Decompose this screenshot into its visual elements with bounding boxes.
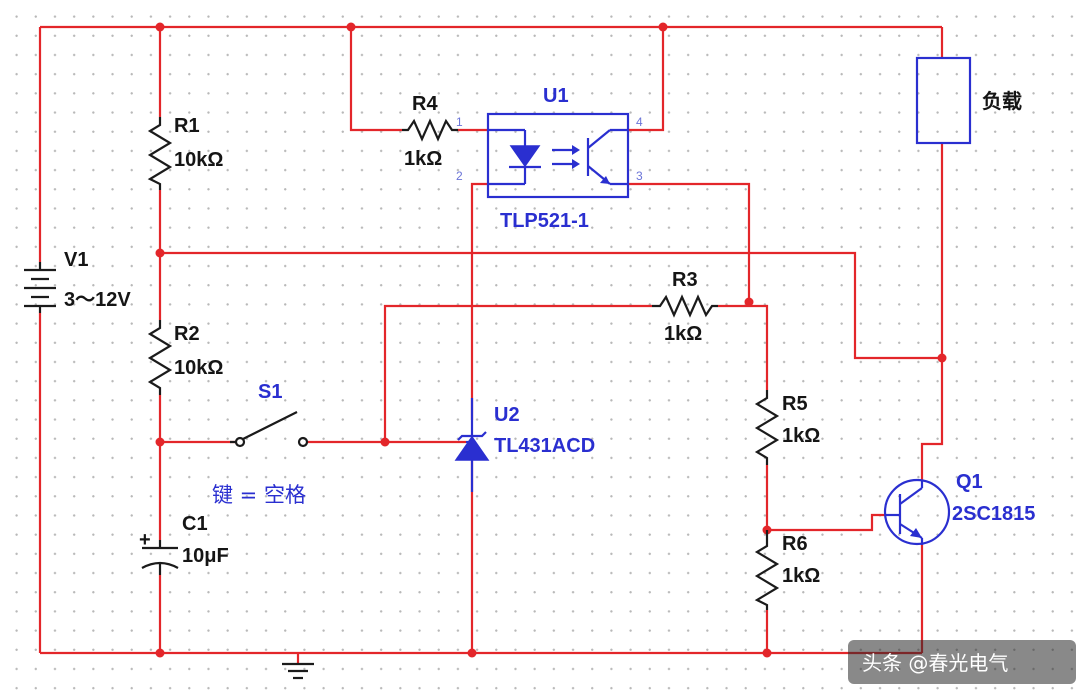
resistor-r3: R3 1kΩ — [652, 269, 718, 345]
wire-load-bottom — [920, 143, 944, 480]
junction — [937, 353, 947, 363]
r4-value: 1kΩ — [404, 148, 442, 170]
ground-symbol — [282, 662, 314, 680]
r5-value: 1kΩ — [782, 425, 820, 447]
u2-ref: U2 — [494, 404, 520, 426]
u1-part: TLP521-1 — [500, 210, 589, 232]
junction — [155, 648, 165, 658]
junction — [744, 297, 754, 307]
u1-pin-4: 4 — [636, 115, 643, 129]
r2-ref: R2 — [174, 323, 200, 345]
resistor-r5: R5 1kΩ — [754, 390, 820, 465]
watermark: 头条 @春光电气 — [848, 640, 1076, 684]
c1-ref: C1 — [182, 513, 208, 535]
r3-ref: R3 — [672, 269, 698, 291]
junction — [467, 648, 477, 658]
wire-u1-pin4 — [628, 27, 665, 132]
c1-polarity: + — [139, 529, 151, 551]
u1-ref: U1 — [543, 85, 569, 107]
wire-q1-base — [767, 513, 886, 532]
wire-u1-pin3 — [628, 182, 751, 302]
wire-r4-branch — [349, 27, 402, 132]
load: 负载 — [915, 56, 1022, 145]
r6-ref: R6 — [782, 533, 808, 555]
junction — [155, 22, 165, 32]
v1-ref: V1 — [64, 249, 88, 271]
c1-value: 10μF — [182, 545, 229, 567]
u1-pin-3: 3 — [636, 169, 643, 183]
r2-value: 10kΩ — [174, 357, 223, 379]
wire-r3-left — [383, 304, 652, 442]
junction — [658, 22, 668, 32]
wire-u1-pin2 — [470, 182, 488, 420]
junction — [346, 22, 356, 32]
r3-value: 1kΩ — [664, 323, 702, 345]
wire-r1-node-to-load — [160, 251, 942, 360]
u1-pin-2: 2 — [456, 169, 463, 183]
optocoupler-u1: 1 2 3 4 U1 TLP521-1 — [456, 85, 643, 232]
s1-ref: S1 — [258, 381, 282, 403]
u2-part: TL431ACD — [494, 435, 595, 457]
r6-value: 1kΩ — [782, 565, 820, 587]
v1-value: 3～12V — [64, 289, 131, 311]
q1-part: 2SC1815 — [952, 503, 1035, 525]
resistor-r1: R1 10kΩ — [147, 115, 223, 190]
resistor-r4: R4 1kΩ — [402, 93, 458, 170]
r1-ref: R1 — [174, 115, 200, 137]
capacitor-c1: + C1 10μF — [139, 513, 229, 575]
resistor-r6: R6 1kΩ — [754, 530, 820, 610]
q1-ref: Q1 — [956, 471, 983, 493]
u1-pin-1: 1 — [456, 115, 463, 129]
watermark-text: 头条 @春光电气 — [862, 651, 1008, 675]
junctions — [155, 22, 947, 658]
shunt-regulator-u2: U2 TL431ACD — [454, 398, 595, 492]
r1-value: 10kΩ — [174, 149, 223, 171]
wire-r3-right — [718, 304, 769, 390]
junction — [762, 648, 772, 658]
transistor-q1: Q1 2SC1815 — [883, 471, 1035, 546]
junction — [380, 437, 390, 447]
junction — [155, 248, 165, 258]
s1-key-label: 键 = 空格 — [212, 483, 306, 507]
r5-ref: R5 — [782, 393, 808, 415]
switch-s1: S1 键 = 空格 — [212, 381, 309, 507]
resistor-r2: R2 10kΩ — [147, 320, 223, 395]
r4-ref: R4 — [412, 93, 438, 115]
battery-v1: V1 3～12V — [24, 249, 131, 313]
load-label: 负载 — [982, 89, 1022, 113]
junction — [155, 437, 165, 447]
